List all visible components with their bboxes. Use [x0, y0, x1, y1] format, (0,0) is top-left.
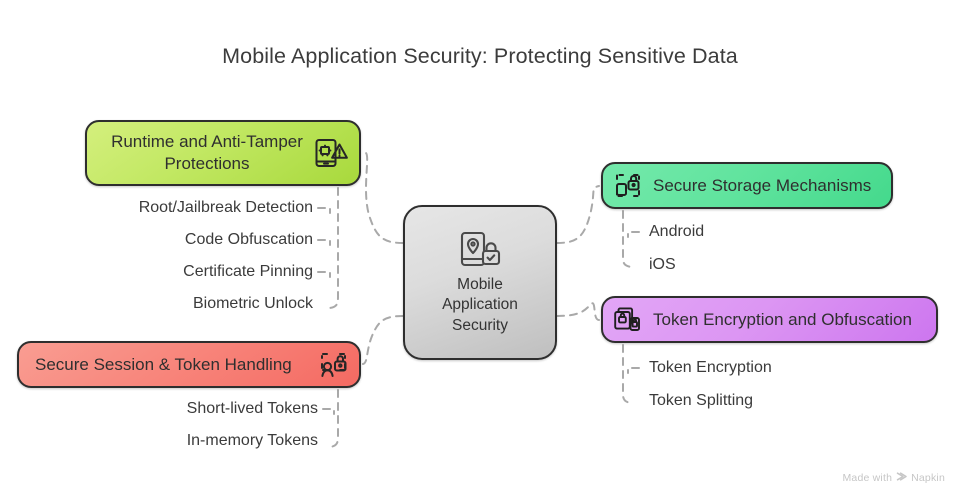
page-title: Mobile Application Security: Protecting …	[222, 44, 738, 68]
phone-warning-icon	[313, 135, 349, 171]
node-runtime-label: Runtime and Anti-Tamper Protections	[111, 132, 303, 173]
user-lock-dashed-icon	[316, 348, 350, 382]
node-secure-session-token-handling[interactable]: Secure Session & Token Handling	[17, 341, 361, 388]
sub-item-token-encryption[interactable]: Token Encryption	[649, 359, 772, 376]
node-runtime-anti-tamper[interactable]: Runtime and Anti-Tamper Protections	[85, 120, 361, 186]
node-token-label: Token Encryption and Obfuscation	[653, 309, 912, 329]
sub-item-short-lived-tokens[interactable]: Short-lived Tokens	[186, 400, 318, 417]
node-storage-label: Secure Storage Mechanisms	[653, 175, 872, 195]
watermark-prefix: Made with	[842, 472, 893, 484]
watermark-brand: Napkin	[911, 472, 945, 484]
napkin-logo-icon	[896, 471, 907, 485]
node-center-label: Mobile Application Security	[442, 275, 518, 334]
sub-item-android[interactable]: Android	[649, 223, 705, 240]
sub-item-token-splitting[interactable]: Token Splitting	[649, 392, 754, 409]
node-token-encryption-obfuscation[interactable]: Token Encryption and Obfuscation	[601, 296, 938, 343]
sub-item-biometric-unlock[interactable]: Biometric Unlock	[192, 295, 313, 312]
node-mobile-application-security[interactable]: Mobile Application Security	[403, 205, 557, 360]
node-secure-storage-mechanisms[interactable]: Secure Storage Mechanisms	[601, 162, 893, 209]
sub-item-root-jailbreak-detection[interactable]: Root/Jailbreak Detection	[138, 199, 313, 216]
documents-lock-icon	[612, 304, 644, 336]
sub-item-in-memory-tokens[interactable]: In-memory Tokens	[186, 432, 318, 449]
phone-location-lock-icon	[452, 229, 508, 273]
dashed-box-lock-icon	[612, 170, 644, 202]
sub-item-code-obfuscation[interactable]: Code Obfuscation	[184, 231, 313, 248]
sub-item-ios[interactable]: iOS	[649, 256, 676, 273]
sub-item-certificate-pinning[interactable]: Certificate Pinning	[183, 263, 313, 280]
napkin-watermark: Made with Napkin	[842, 471, 945, 485]
node-session-label: Secure Session & Token Handling	[35, 354, 292, 374]
